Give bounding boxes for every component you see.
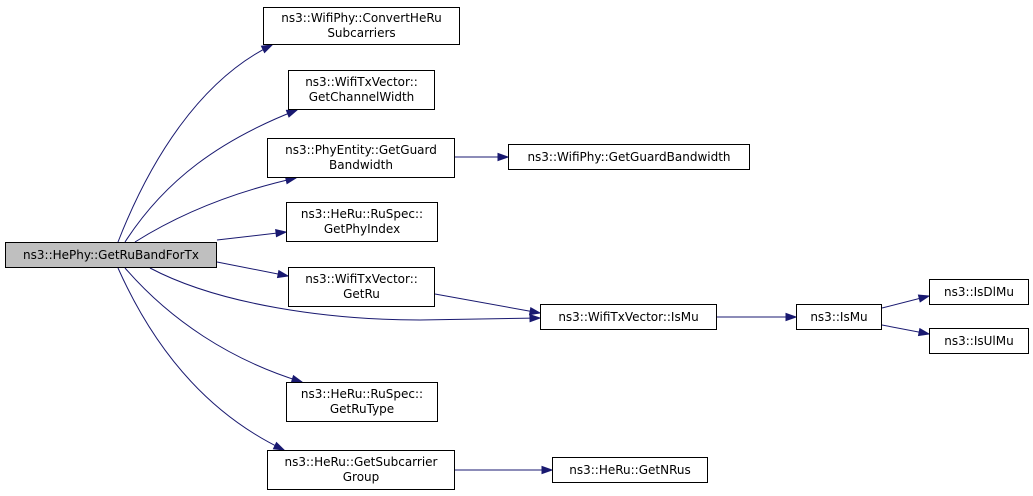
arrowhead-icon (529, 313, 542, 323)
node-label-line: ns3::HeRu::GetNRus (569, 462, 691, 477)
arrowhead-icon (260, 44, 274, 54)
arrowhead-icon (785, 312, 798, 322)
node-heru-ruspec-getrutype[interactable]: ns3::HeRu::RuSpec:: GetRuType (286, 382, 438, 422)
node-label-line: Group (342, 470, 380, 484)
edge-root-to-subgroup (117, 267, 285, 451)
node-heru-ruspec-getphyindex[interactable]: ns3::HeRu::RuSpec:: GetPhyIndex (286, 202, 438, 242)
arrowhead-icon (528, 306, 542, 316)
edge-root-to-rutype (124, 267, 303, 383)
node-heru-getnrus[interactable]: ns3::HeRu::GetNRus (552, 457, 708, 483)
node-label-line: ns3::WifiPhy::GetGuardBandwidth (527, 149, 731, 164)
node-label-line: GetRu (343, 287, 380, 301)
node-label-line: ns3::HeRu::GetSubcarrier (284, 455, 438, 469)
node-isulmu[interactable]: ns3::IsUlMu (929, 328, 1029, 354)
node-hephy-getrubandfortx: ns3::HePhy::GetRuBandForTx (5, 242, 217, 268)
node-wifitxvector-getru[interactable]: ns3::WifiTxVector:: GetRu (288, 267, 435, 307)
node-label-line: ns3::WifiTxVector:: (305, 272, 418, 286)
node-heru-getsubcarriergroup[interactable]: ns3::HeRu::GetSubcarrier Group (267, 450, 455, 490)
arrowhead-icon (917, 327, 931, 337)
edge-root-to-getru (216, 261, 289, 277)
arrowhead-icon (275, 229, 288, 238)
edge-getru-to-txismu (434, 293, 541, 314)
arrowhead-icon (497, 152, 510, 162)
node-label-line: ns3::HeRu::RuSpec:: (300, 387, 424, 401)
node-wifitxvector-getchannelwidth[interactable]: ns3::WifiTxVector:: GetChannelWidth (288, 70, 435, 110)
node-label-line: ns3::IsUlMu (944, 333, 1014, 348)
arrowhead-icon (272, 441, 286, 451)
node-label-line: Subcarriers (327, 26, 396, 40)
node-label-line: GetChannelWidth (308, 90, 415, 104)
arrowhead-icon (285, 109, 299, 118)
node-label-line: ns3::HeRu::RuSpec:: (300, 207, 424, 221)
node-label-line: ns3::IsMu (810, 309, 868, 324)
edge-root-to-phyindex (216, 231, 287, 241)
arrowhead-icon (276, 269, 290, 279)
edge-root-to-chanwidth (124, 109, 298, 243)
node-label-line: GetPhyIndex (323, 222, 401, 236)
node-label-line: ns3::WifiPhy::ConvertHeRu (281, 11, 442, 25)
edge-root-to-guardentity (134, 177, 297, 243)
node-wifiphy-convertherusubcarriers[interactable]: ns3::WifiPhy::ConvertHeRu Subcarriers (263, 7, 460, 45)
node-ismu[interactable]: ns3::IsMu (796, 304, 882, 330)
arrowhead-icon (917, 294, 931, 303)
node-label-line: ns3::IsDlMu (944, 284, 1014, 299)
node-phyentity-getguardbandwidth[interactable]: ns3::PhyEntity::GetGuard Bandwidth (267, 138, 455, 178)
node-wifitxvector-ismu[interactable]: ns3::WifiTxVector::IsMu (540, 304, 717, 330)
node-isdlmu[interactable]: ns3::IsDlMu (929, 279, 1029, 305)
node-label-line: ns3::WifiTxVector::IsMu (558, 309, 699, 324)
edge-root-to-txismu (149, 267, 541, 321)
node-label-line: ns3::HePhy::GetRuBandForTx (23, 247, 199, 262)
node-label-line: GetRuType (329, 402, 395, 416)
node-label-line: ns3::WifiTxVector:: (305, 75, 418, 89)
edge-root-to-convert (117, 44, 273, 243)
node-label-line: ns3::PhyEntity::GetGuard (285, 143, 437, 157)
node-wifiphy-getguardbandwidth[interactable]: ns3::WifiPhy::GetGuardBandwidth (508, 144, 750, 170)
node-label-line: Bandwidth (329, 158, 393, 172)
arrowhead-icon (541, 465, 554, 475)
